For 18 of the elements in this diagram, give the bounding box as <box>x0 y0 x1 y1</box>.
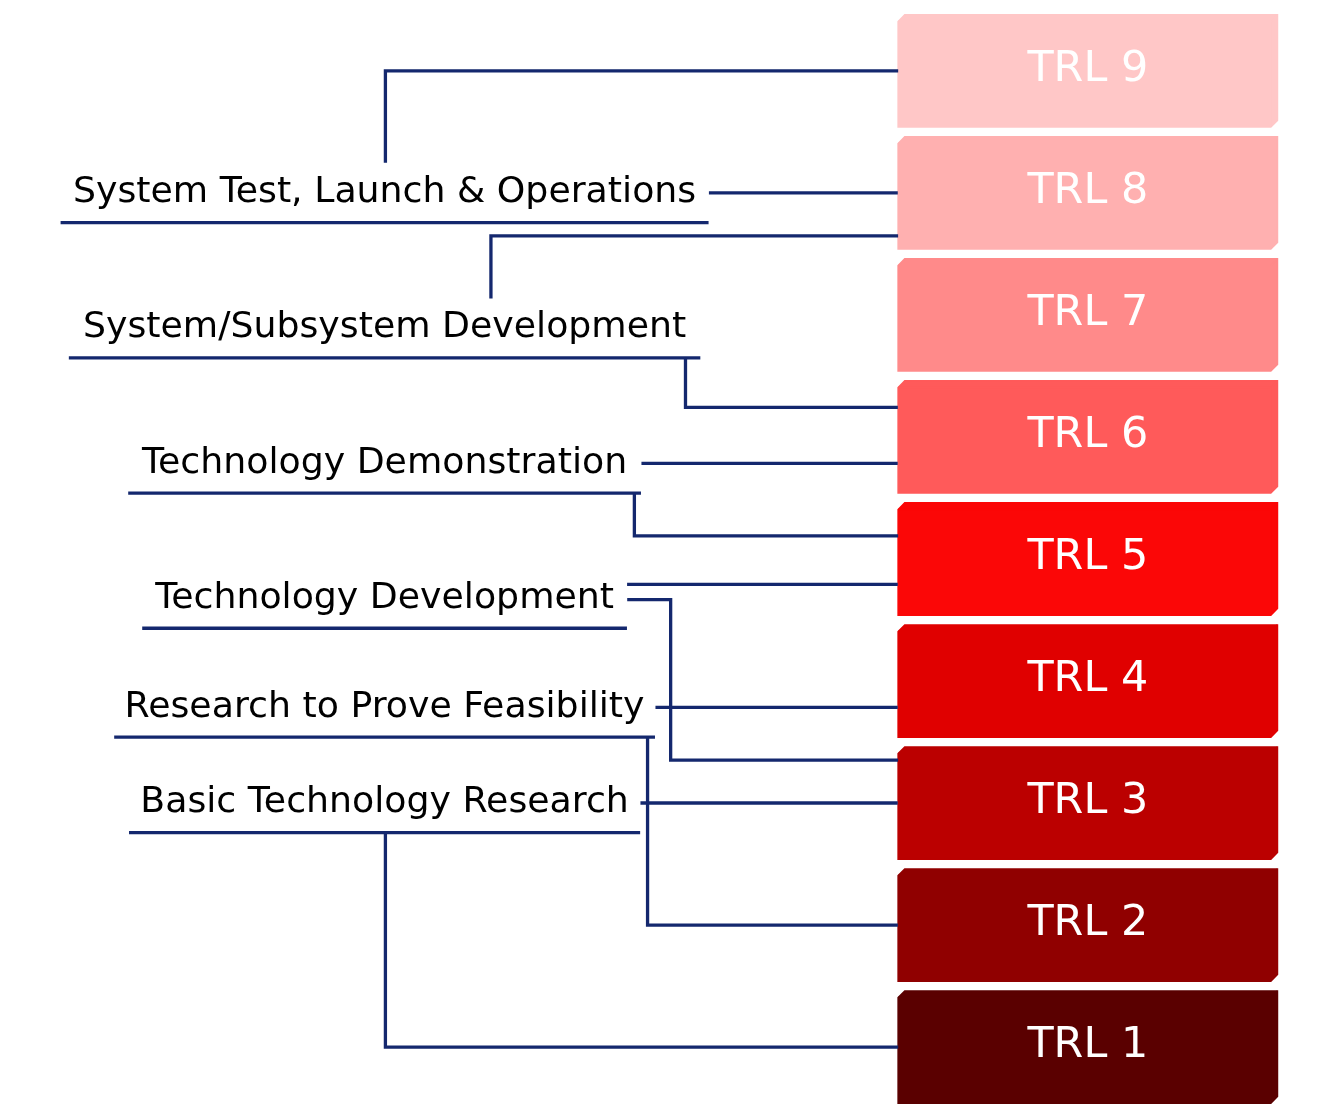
connector <box>683 358 898 409</box>
node-text: Technology Development <box>155 573 614 617</box>
node-text: Research to Prove Feasibility <box>124 682 645 726</box>
connector <box>641 461 898 465</box>
connector <box>383 832 899 1049</box>
connector <box>708 191 898 195</box>
connector <box>645 737 898 927</box>
connector <box>640 801 898 805</box>
node-text: System Test, Launch & Operations <box>72 168 697 212</box>
connector <box>655 705 898 710</box>
node-text: Technology Demonstration <box>142 438 628 482</box>
node-text: System/Subsystem Development <box>82 303 687 347</box>
connector <box>489 234 899 299</box>
connector <box>383 69 899 163</box>
connector <box>627 582 898 586</box>
node-text: Basic Technology Research <box>140 778 629 822</box>
connector <box>627 598 899 762</box>
connector <box>632 493 899 538</box>
